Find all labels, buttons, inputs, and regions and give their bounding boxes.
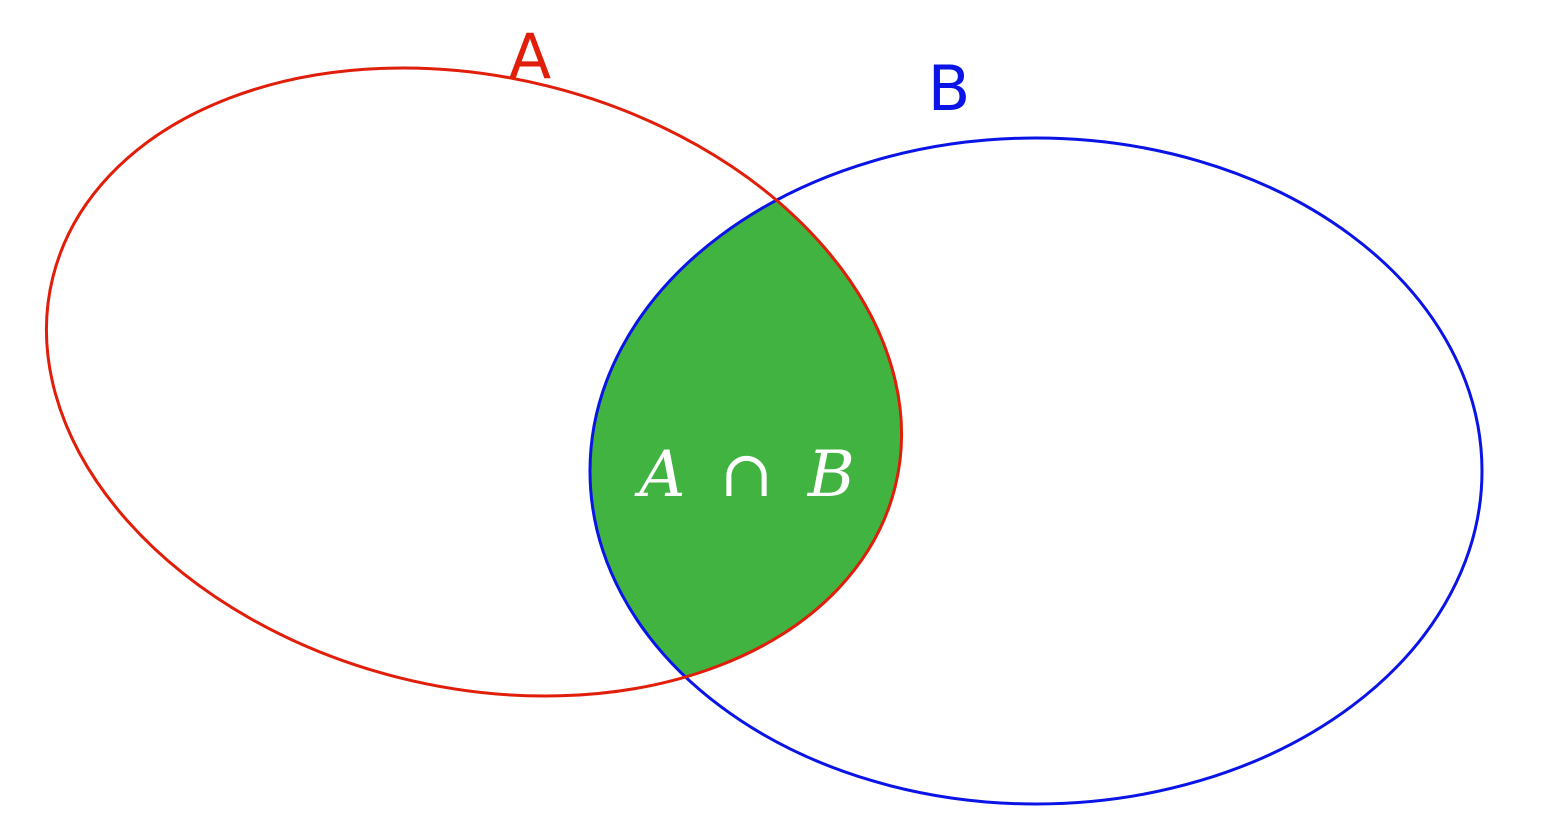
intersection-left-set: A [634,438,685,512]
set-a-label: A [509,20,551,93]
set-b-ellipse [588,136,1484,806]
intersection-right-set: B [807,438,855,512]
intersection-label: A ∩ B [634,438,855,512]
set-a-ellipse [44,66,904,698]
set-b-label: B [928,52,971,125]
intersection-operator: ∩ [720,438,774,512]
